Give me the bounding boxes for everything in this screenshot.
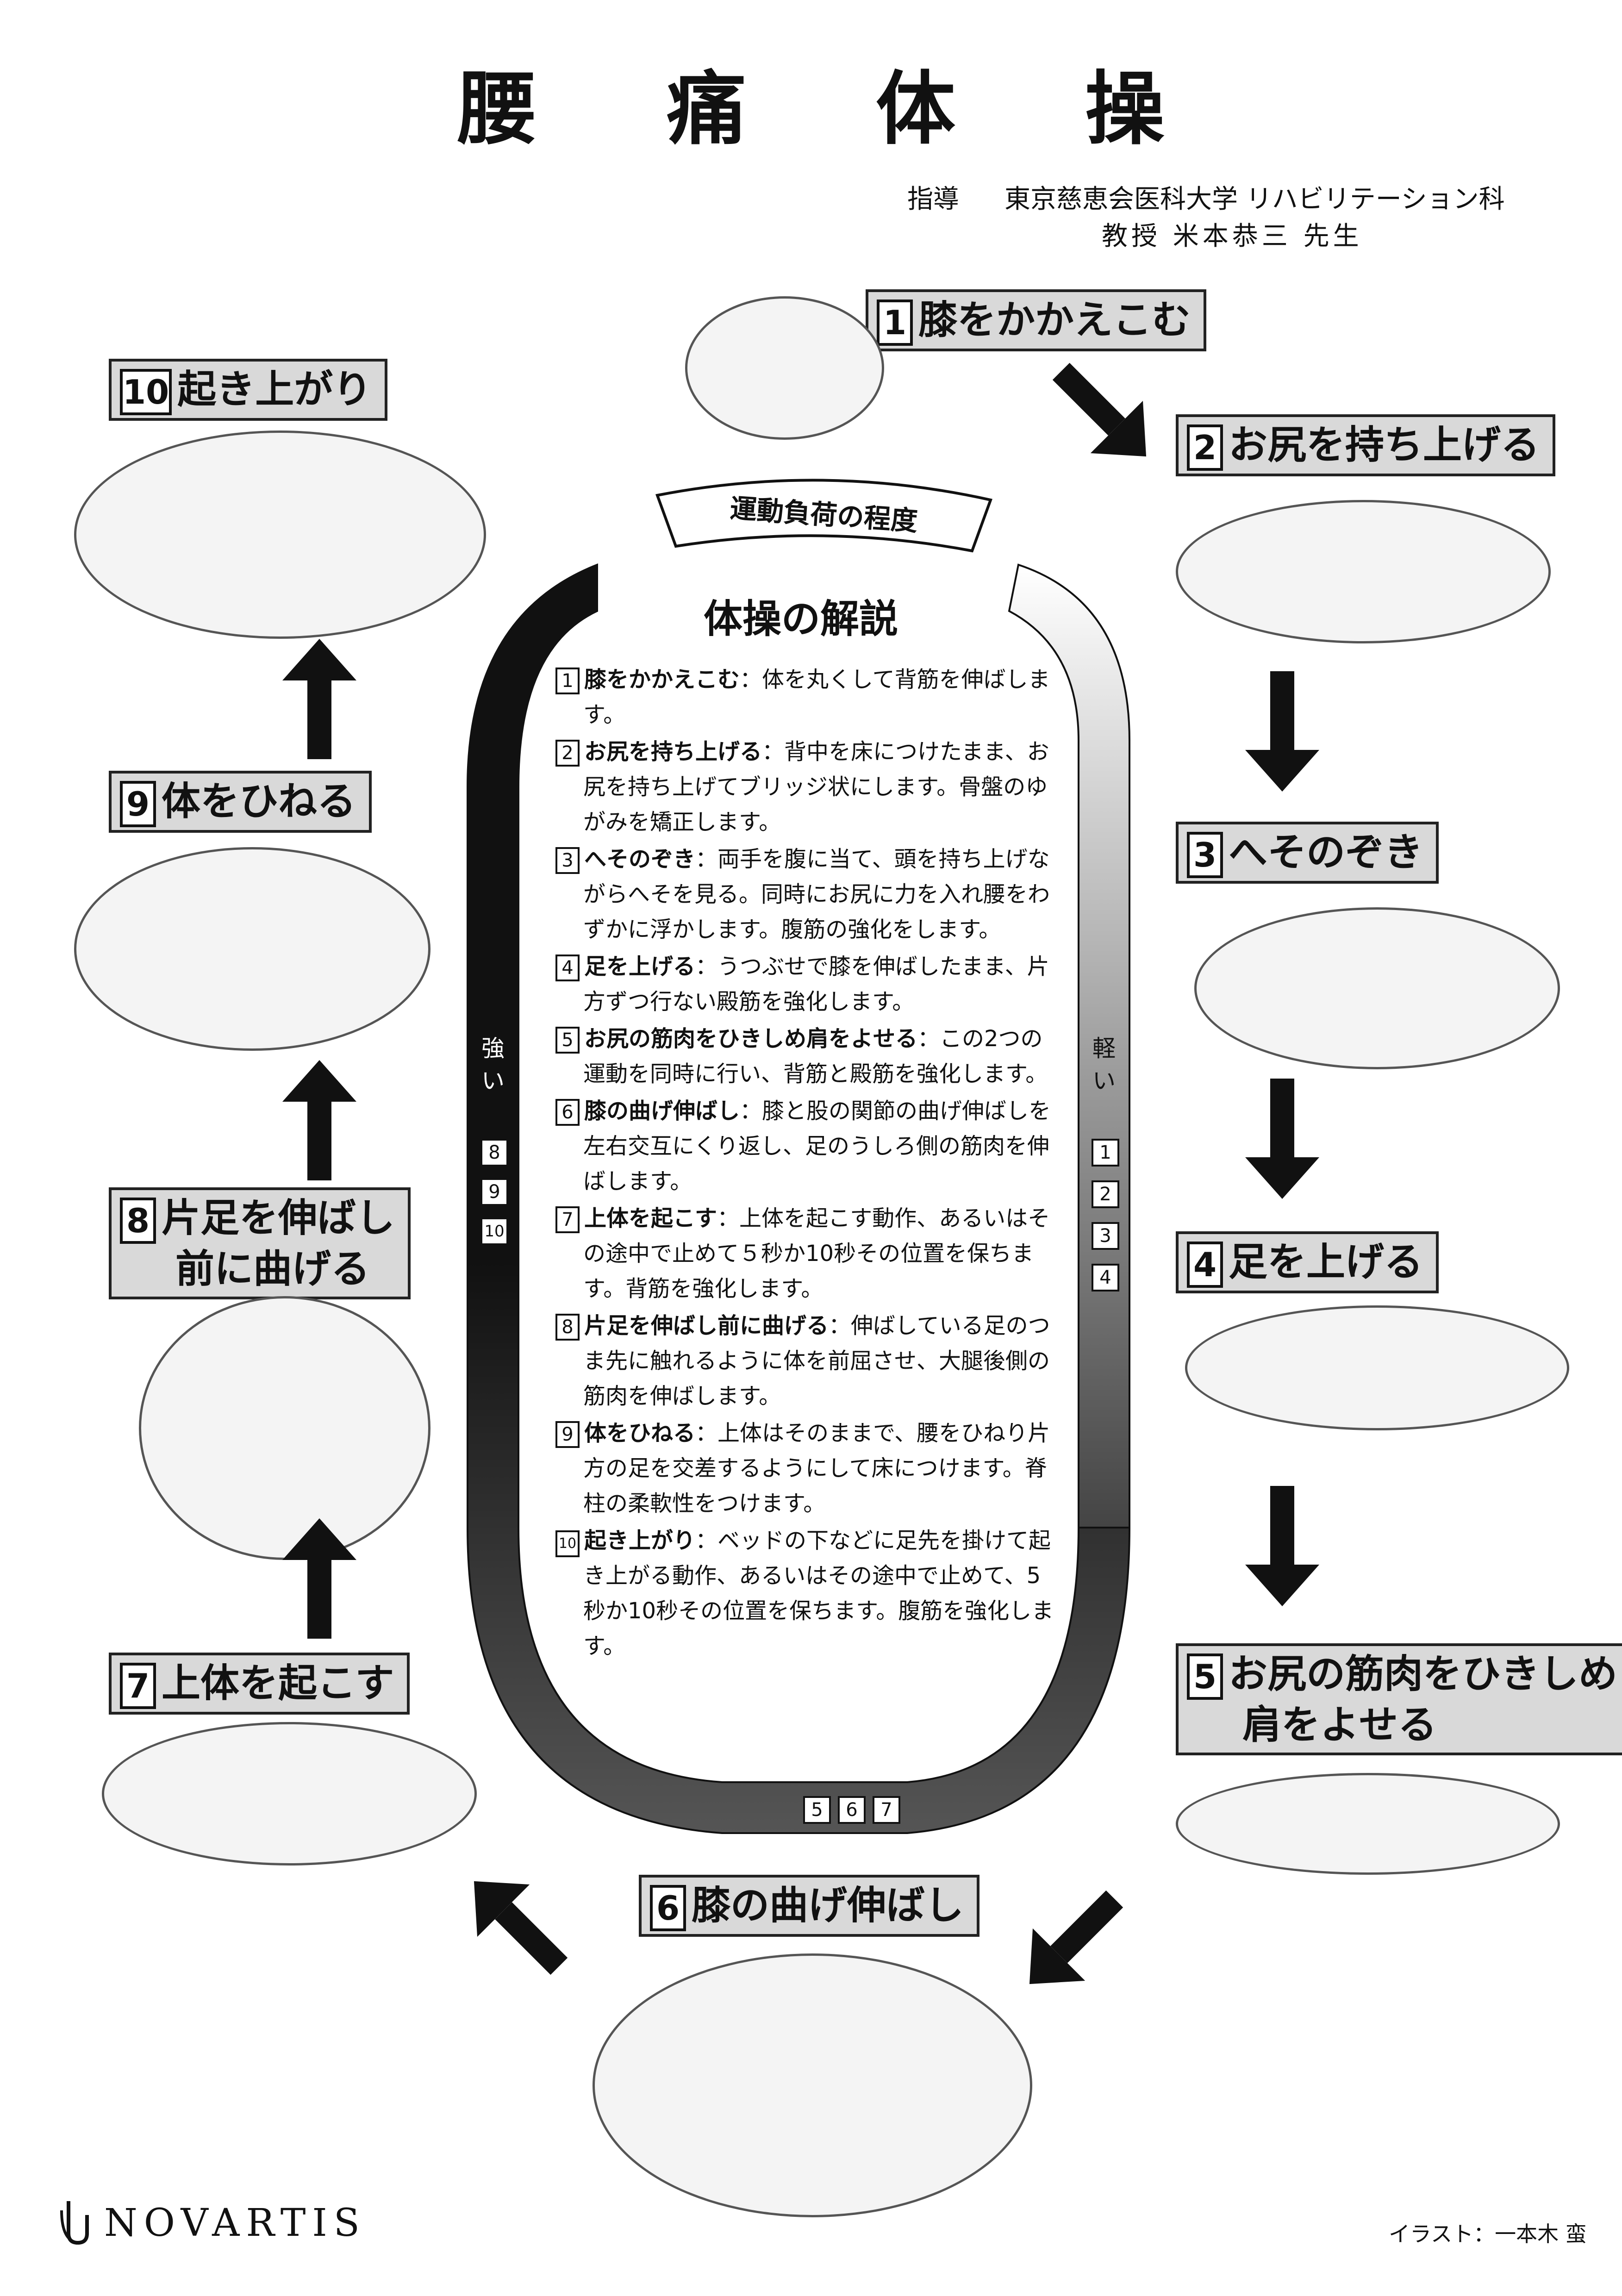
item-text: ：体を丸くして背筋を伸ばします。 [583,667,1050,728]
arrow-up-left-icon [474,1881,568,1975]
item-heading: 起き上がり [584,1528,696,1554]
item-text: ：背中を床につけたまま、お尻を持ち上げてブリッジ状にします。骨盤のゆがみを矯正し… [583,739,1049,835]
item-heading: へそのぞき [584,846,696,872]
medium-num-5: 5 [803,1796,831,1824]
item-heading: 上体を起こす [584,1205,717,1231]
arrow-up-icon [282,1518,356,1639]
item-number: 5 [555,1027,580,1054]
page-title: 腰 痛 体 操 [457,62,1216,156]
strong-label: 強い [481,1035,505,1094]
credit-label: 指導 [907,184,959,214]
arrow-down-icon [1245,671,1319,792]
item-text: ：上体を起こす動作、あるいはその途中で止めて５秒か10秒その位置を保ちます。背筋… [583,1205,1050,1302]
track-label-banner [655,479,992,553]
figure-step-2 [1176,500,1551,643]
figure-step-6 [593,1953,1032,2217]
brand-name: NOVARTIS [104,2201,366,2245]
item-text: ：伸ばしている足のつま先に触れるように体を前屈させ、大腿後側の筋肉を伸ばします。 [583,1313,1050,1409]
light-num-3: 3 [1092,1222,1119,1250]
item-number: 9 [555,1421,580,1448]
item-heading: お尻を持ち上げる [584,739,762,765]
medium-num-6: 6 [838,1796,866,1824]
figure-step-5 [1176,1773,1560,1875]
item-text: ：ベッドの下などに足先を掛けて起き上がる動作、あるいはその途中で止めて、5秒か1… [583,1528,1054,1659]
strong-num-10: 10 [480,1217,508,1245]
arrow-down-left-icon [1029,1890,1123,1984]
figure-step-7 [102,1722,477,1866]
item-text: ：上体はそのままで、腰をひねり片方の足を交差するようにして床につけます。脊柱の柔… [583,1420,1050,1516]
arrow-down-icon [1245,1079,1319,1199]
light-num-4: 4 [1092,1264,1119,1292]
item-number: 6 [555,1099,580,1126]
item-number: 2 [555,740,580,767]
novartis-logo-icon [60,2201,89,2245]
item-heading: 体をひねる [584,1420,696,1446]
figure-step-4 [1185,1305,1569,1430]
item-text: ：膝と股の関節の曲げ伸ばしを左右交互にくり返し、足のうしろ側の筋肉を伸ばします。 [583,1098,1051,1194]
credit-institution: 東京慈恵会医科大学 リハビリテーション科 [1004,184,1505,214]
medium-num-7: 7 [873,1796,900,1824]
item-number: 7 [555,1206,580,1233]
arrow-down-icon [1245,1486,1319,1606]
strong-num-9: 9 [480,1178,508,1206]
item-text: ：この2つの運動を同時に行い、背筋と殿筋を強化します。 [583,1026,1048,1087]
item-number: 1 [555,668,580,694]
arrow-down-right-icon [1052,362,1147,457]
arrow-up-icon [282,639,356,759]
figure-step-8 [139,1296,430,1560]
figure-step-9 [74,847,430,1051]
item-heading: お尻の筋肉をひきしめ肩をよせる [584,1026,918,1052]
strong-num-8: 8 [480,1139,508,1167]
item-number: 3 [555,847,580,874]
credit-professor: 教授 米本恭三 先生 [1102,221,1363,251]
item-number: 10 [555,1530,580,1557]
item-heading: 膝の曲げ伸ばし [584,1098,740,1124]
figure-step-1 [685,296,884,440]
item-text: ：うつぶせで膝を伸ばしたまま、片方ずつ行ない殿筋を強化します。 [583,954,1049,1015]
figure-step-3 [1194,907,1560,1069]
arrow-up-icon [282,1060,356,1180]
light-num-2: 2 [1092,1180,1119,1208]
item-number: 8 [555,1314,580,1341]
light-num-1: 1 [1092,1139,1119,1167]
panel-title: 体操の解説 [703,596,898,642]
item-number: 4 [555,955,580,981]
light-label: 軽い [1092,1035,1116,1094]
item-text: ：両手を腹に当て、頭を持ち上げながらへそを見る。同時にお尻に力を入れ腰をわずかに… [583,846,1050,942]
item-heading: 膝をかかえこむ [584,667,740,693]
figure-step-10 [74,430,486,639]
item-heading: 足を上げる [584,954,696,980]
illustrator-credit: イラスト：一本木 蛮 [1389,2221,1587,2246]
item-heading: 片足を伸ばし前に曲げる [584,1313,829,1339]
